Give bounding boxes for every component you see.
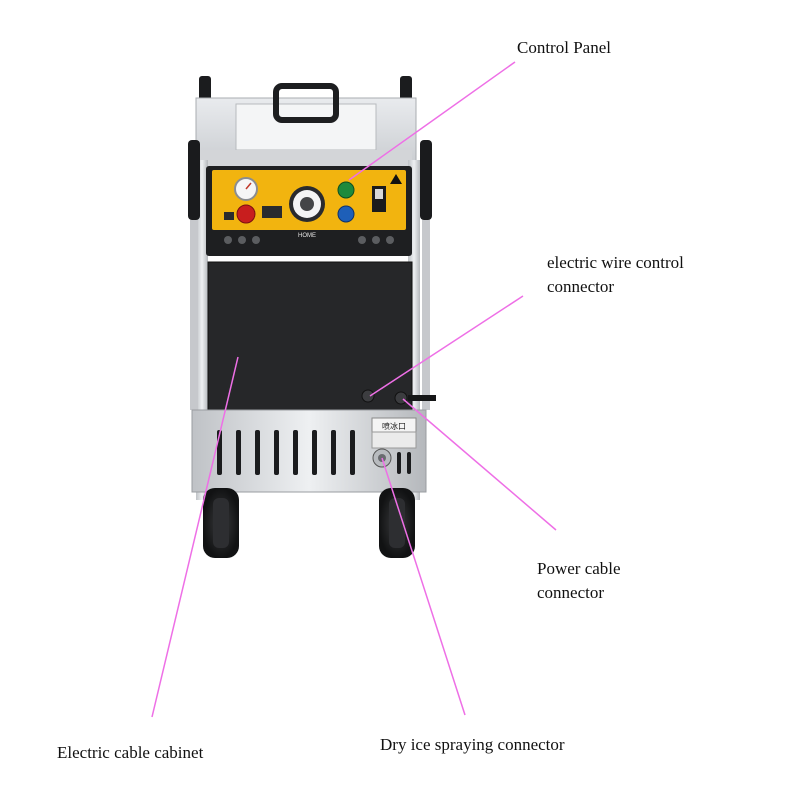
label-power-line-2: connector <box>537 583 605 602</box>
electric-cable-cabinet <box>207 261 413 413</box>
label-dry-ice-spraying-connector: Dry ice spraying connector <box>380 735 565 754</box>
label-power-line-1: Power cable <box>537 559 621 578</box>
control-panel: HOME <box>206 166 412 256</box>
emergency-stop-button <box>236 204 256 224</box>
nozzle-label: 喷冰口 <box>382 421 406 431</box>
display-window <box>262 206 282 218</box>
label-power-cable-connector: Power cable connector <box>537 557 621 605</box>
label-wire-line-1: electric wire control <box>547 253 684 272</box>
side-handles <box>188 140 432 410</box>
lower-housing: 喷冰口 <box>191 409 427 493</box>
label-electric-cable-cabinet: Electric cable cabinet <box>57 743 204 762</box>
leader-dry-ice <box>381 457 466 716</box>
wheels <box>203 488 415 558</box>
leader-control-panel <box>348 61 516 181</box>
label-control-panel: Control Panel <box>517 38 611 57</box>
power-cable-connector <box>394 391 408 405</box>
mode-button <box>337 205 355 223</box>
start-button <box>337 181 355 199</box>
leader-cable-cabinet <box>151 356 239 718</box>
brand-text: HOME <box>298 233 316 239</box>
wire-control-connector <box>361 389 375 403</box>
leader-wire-control <box>369 295 524 397</box>
label-wire-line-2: connector <box>547 277 615 296</box>
leader-lines <box>151 61 557 718</box>
leader-power-cable <box>402 398 557 531</box>
panel-connectors <box>224 236 394 244</box>
label-wire-control-connector: electric wire control connector <box>547 251 684 299</box>
warning-icon <box>390 174 402 184</box>
